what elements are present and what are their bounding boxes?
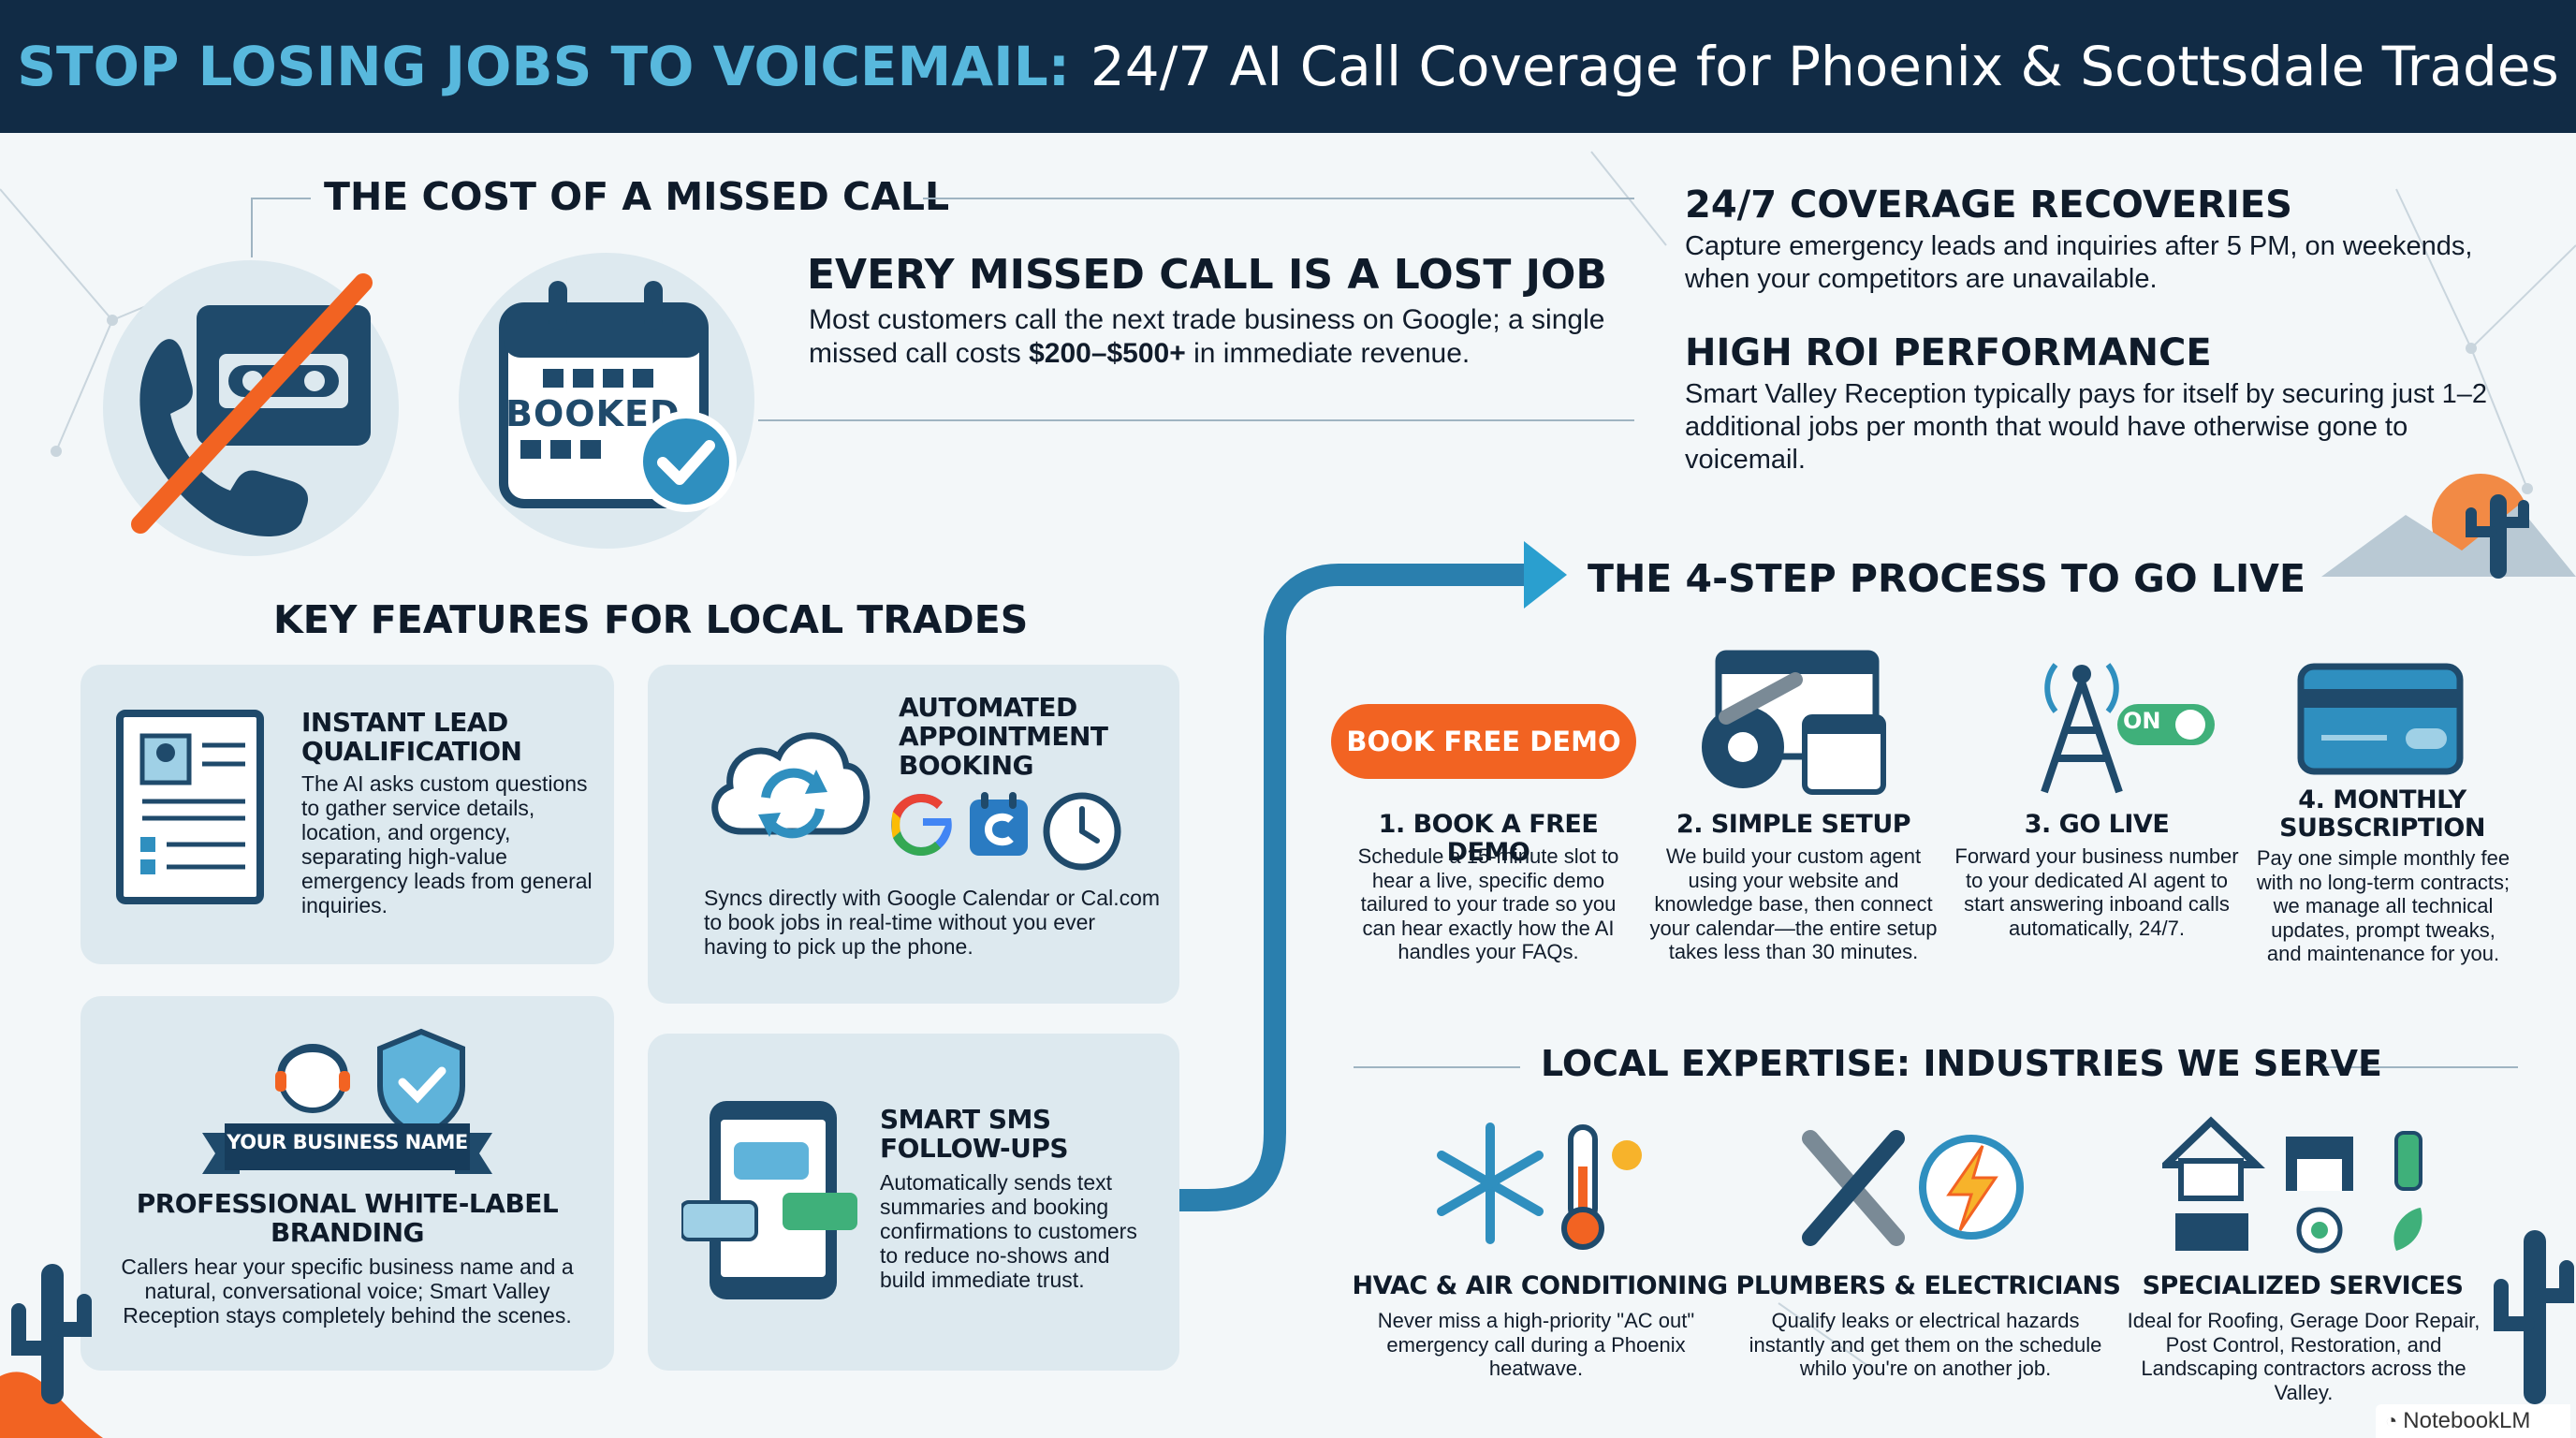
divider bbox=[2325, 1066, 2518, 1068]
step-text: We build your custom agent using your we… bbox=[1649, 844, 1938, 963]
page-header: STOP LOSING JOBS TO VOICEMAIL: 24/7 AI C… bbox=[0, 0, 2576, 133]
setup-gear-icon bbox=[1702, 650, 1886, 795]
notebooklm-icon: ◔ bbox=[2385, 1409, 2398, 1432]
cloud-sync-icon bbox=[711, 732, 871, 839]
divider bbox=[251, 198, 253, 257]
benefit-title: 24/7 COVERAGE RECOVERIES bbox=[1685, 183, 2292, 227]
step-title: 4. MONTHLY SUBSCRIPTION bbox=[2279, 785, 2485, 843]
feature-card-lead-qualification: INSTANT LEAD QUALIFICATION The AI asks c… bbox=[80, 665, 614, 964]
step-title: 3. GO LIVE bbox=[2024, 810, 2170, 839]
cactus-icon bbox=[0, 1264, 103, 1438]
feature-text: Syncs directly with Google Calendar or C… bbox=[704, 886, 1161, 959]
feature-text: The AI asks custom questions to gather s… bbox=[301, 771, 593, 917]
hvac-snowflake-icon bbox=[1437, 1123, 1642, 1250]
missed-call-icon-circle bbox=[103, 260, 399, 556]
missed-call-amount: $200–$500+ bbox=[1029, 338, 1186, 369]
benefit-text: Smart Valley Reception typically pays fo… bbox=[1685, 379, 2487, 475]
phone-chat-icon bbox=[681, 1101, 857, 1299]
feature-card-sms: SMART SMS FOLLOW-UPS Automatically sends… bbox=[648, 1034, 1179, 1371]
industry-text: Ideal for Roofing, Gerage Door Repair, P… bbox=[2127, 1309, 2481, 1404]
voicemail-phone-icon bbox=[131, 273, 373, 536]
divider bbox=[1354, 1066, 1520, 1068]
cal-com-icon bbox=[970, 792, 1028, 856]
credit-card-icon bbox=[2297, 663, 2464, 775]
step-text: Pay one simple monthly fee with no long-… bbox=[2256, 846, 2510, 965]
benefit-text: Capture emergency leads and inquiries af… bbox=[1685, 231, 2473, 294]
desert-scene-icon bbox=[2321, 474, 2576, 579]
document-icon bbox=[116, 710, 264, 904]
feature-title: AUTOMATED APPOINTMENT BOOKING bbox=[899, 692, 1108, 781]
step-title: 1. BOOK A FREE DEMO bbox=[1378, 810, 1599, 867]
divider bbox=[923, 198, 1634, 199]
industry-title: HVAC & AIR CONDITIONING bbox=[1352, 1271, 1729, 1300]
business-name-banner-label: YOUR BUSINESS NAME bbox=[227, 1131, 468, 1153]
header-title: 24/7 AI Call Coverage for Phoenix & Scot… bbox=[1090, 35, 2559, 98]
section-title-industries: LOCAL EXPERTISE: INDUSTRIES WE SERVE bbox=[1541, 1043, 2382, 1084]
clock-icon bbox=[1043, 792, 1121, 871]
check-circle-icon bbox=[636, 411, 737, 512]
specialized-services-icon bbox=[2162, 1116, 2422, 1254]
go-live-toggle-label: ON bbox=[2123, 708, 2161, 734]
book-free-demo-button[interactable]: BOOK FREE DEMO bbox=[1331, 704, 1636, 779]
google-icon bbox=[891, 794, 952, 856]
section-title-features: KEY FEATURES FOR LOCAL TRADES bbox=[273, 597, 1029, 642]
step-text: Forward your business number to your ded… bbox=[1954, 844, 2239, 940]
business-name-banner bbox=[202, 1123, 492, 1174]
missed-call-text: Most customers call the next trade busin… bbox=[809, 304, 1605, 369]
industry-title: PLUMBERS & ELECTRICIANS bbox=[1735, 1271, 2121, 1300]
section-title-process: THE 4-STEP PROCESS TO GO LIVE bbox=[1588, 556, 2305, 601]
calendar-apps bbox=[889, 792, 1121, 871]
feature-title: INSTANT LEAD QUALIFICATION bbox=[301, 707, 522, 767]
benefit-title: HIGH ROI PERFORMANCE bbox=[1685, 331, 2212, 374]
feature-card-white-label: YOUR BUSINESS NAME PROFESSIONAL WHITE-LA… bbox=[80, 996, 614, 1371]
background-network bbox=[0, 151, 2576, 1370]
missed-call-headline: EVERY MISSED CALL IS A LOST JOB bbox=[807, 251, 1607, 299]
step-title: 2. SIMPLE SETUP bbox=[1676, 810, 1911, 839]
industry-text: Qualify leaks or electrical hazards inst… bbox=[1749, 1309, 2102, 1380]
feature-card-appointment-booking: AUTOMATED APPOINTMENT BOOKING Syncs dire… bbox=[648, 665, 1179, 1004]
booked-icon-circle: BOOKED bbox=[459, 253, 754, 549]
header-title-emphasis: STOP LOSING JOBS TO VOICEMAIL: bbox=[17, 35, 1070, 98]
notebooklm-badge: ◔ NotebookLM bbox=[2376, 1404, 2570, 1438]
feature-text: Automatically sends text summaries and b… bbox=[880, 1170, 1137, 1292]
feature-title: SMART SMS FOLLOW-UPS bbox=[880, 1104, 1069, 1164]
feature-text: Callers hear your specific business name… bbox=[121, 1255, 574, 1328]
divider bbox=[758, 419, 1634, 421]
cactus-icon bbox=[2494, 1230, 2574, 1404]
industry-title: SPECIALIZED SERVICES bbox=[2142, 1271, 2464, 1300]
divider bbox=[251, 198, 311, 199]
feature-title: PROFESSIONAL WHITE-LABEL BRANDING bbox=[136, 1188, 559, 1248]
section-title-missed-call: THE COST OF A MISSED CALL bbox=[324, 174, 950, 219]
industry-text: Never miss a high-priority "AC out" emer… bbox=[1377, 1309, 1695, 1380]
plumber-electric-icon bbox=[1802, 1130, 2024, 1246]
step-text: Schedule a 15-minute slot to hear a live… bbox=[1357, 844, 1619, 963]
process-arrow-icon bbox=[1179, 541, 1567, 1211]
notebooklm-label: NotebookLM bbox=[2403, 1408, 2531, 1433]
radio-tower-icon bbox=[2041, 663, 2215, 794]
